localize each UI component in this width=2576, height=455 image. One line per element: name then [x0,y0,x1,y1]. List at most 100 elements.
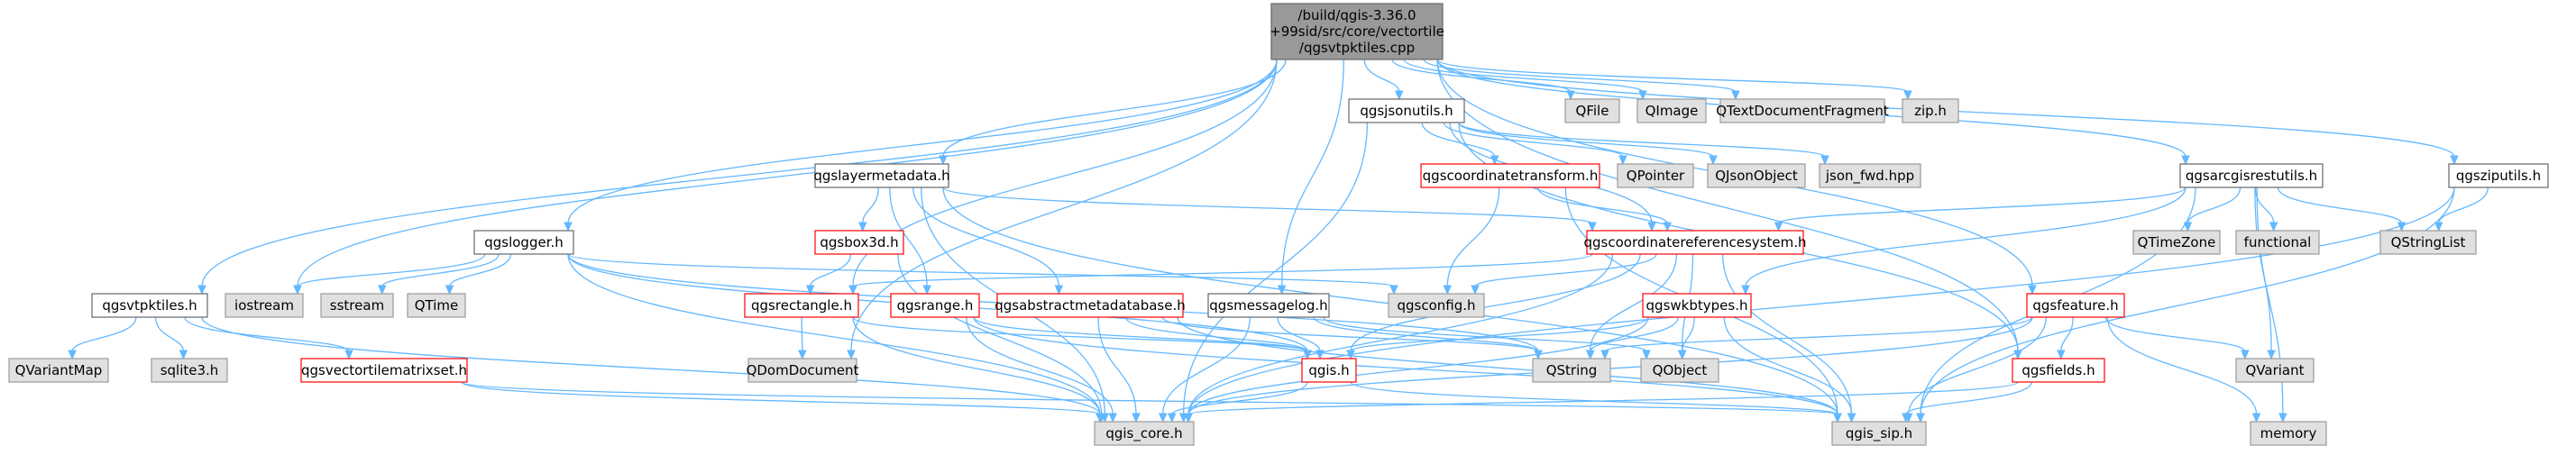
node-label: qgsabstractmetadatabase.h [995,297,1186,314]
node-json-fwd-hpp: json_fwd.hpp [1819,163,1921,188]
edge-line [850,59,1278,352]
node-box [1902,98,1959,123]
node-qgsarcgisrestutils-h[interactable]: qgsarcgisrestutils.h [2179,163,2324,188]
edge-line [297,59,1278,287]
edge-arrowhead [2183,222,2193,232]
edge-qgslayermetadata-h-to-qgsabstractmetadatabase-h [912,187,1064,296]
edge-qgsvectortilematrixset-h-to-qgis-core-h [461,381,1105,423]
edge-qgsfields-h-to-qgis-sip-h [1902,381,2032,423]
edge-qgslayermetadata-h-to-qgsbox3d-h [857,187,879,232]
node-box [1348,98,1465,123]
node-box [1532,358,1611,383]
edge-arrowhead [1588,222,1597,232]
node-qgswkbtypes-h[interactable]: qgswkbtypes.h [1642,293,1752,318]
node-QObject: QObject [1640,358,1719,383]
edge-arrowhead [848,285,857,296]
edge-line [2106,316,2258,415]
node-root[interactable]: /build/qgis-3.36.0+99sid/src/core/vector… [1270,3,1444,60]
edge-line [201,316,1101,415]
node-label: qgsvectortilematrixset.h [301,362,467,378]
edge-arrowhead [2181,155,2190,166]
edge-arrowhead [1471,285,1480,296]
edge-qgsvtpktiles-h-to-QVariantMap [68,316,137,360]
node-qgsvectortilematrixset-h[interactable]: qgsvectortilematrixset.h [300,358,468,383]
node-qgsbox3d-h[interactable]: qgsbox3d.h [814,230,904,255]
edge-arrowhead [1600,350,1609,360]
edge-arrowhead [1303,350,1312,360]
node-QDomDocument: QDomDocument [747,358,859,383]
node-QPointer: QPointer [1617,163,1694,188]
node-box [320,293,394,318]
node-box [1819,163,1921,188]
edge-arrowhead [1820,155,1829,166]
node-QStringList: QStringList [2379,230,2477,255]
edge-arrowhead [377,285,387,296]
edge-line [448,253,512,287]
edge-line [1590,316,1679,352]
edge-line [1350,316,1649,352]
node-QVariantMap: QVariantMap [8,358,109,383]
edge-arrowhead [1678,350,1687,360]
edge-line [1187,187,2455,415]
node-box [1301,358,1357,383]
node-label: QJsonObject [1715,168,1798,184]
edge-qgsvtpktiles-h-to-qgsvectortilematrixset-h [184,316,353,360]
edge-line [1436,59,1909,93]
edge-line [1277,316,1321,352]
node-qgsmessagelog-h[interactable]: qgsmessagelog.h [1207,293,1330,318]
edge-qgswkbtypes-h-to-QString [1586,316,1679,360]
edge-arrowhead [1346,350,1355,360]
node-box [300,358,468,383]
node-qgsvtpktiles-h[interactable]: qgsvtpktiles.h [91,293,208,318]
edge-root-to-qgsvtpktiles-h [197,59,1278,296]
node-box [473,230,574,255]
node-qgscoordinatetransform-h[interactable]: qgscoordinatetransform.h [1420,163,1600,188]
edge-line [1458,122,1826,158]
edge-qgscoordinatetransform-h-to-qgsconfig-h [1443,187,1500,296]
edge-line [942,59,1287,158]
node-QTime: QTime [407,293,466,318]
edge-arrowhead [1618,155,1627,166]
node-qgscoordinatereferencesystem-h[interactable]: qgscoordinatereferencesystem.h [1584,230,1807,255]
edge-line [1187,253,1613,415]
node-box [1707,163,1806,188]
node-label: qgsmessagelog.h [1209,297,1327,314]
node-label: sstream [330,297,384,314]
edge-qgsfields-h-to-qgis-core-h [1184,381,2019,423]
node-box [1270,3,1444,60]
edge-arrowhead [2267,350,2276,360]
edge-line [1162,316,1251,415]
edge-qgsfeature-h-to-QString [1600,316,2033,360]
edge-qgsfeature-h-to-memory [2106,316,2261,423]
edge-arrowhead [1847,413,1856,423]
node-qgslogger-h[interactable]: qgslogger.h [473,230,574,255]
edge-line [1363,59,1400,93]
node-qgsabstractmetadatabase-h[interactable]: qgsabstractmetadatabase.h [995,293,1186,318]
edge-arrowhead [805,285,815,296]
edge-qgswkbtypes-h-to-QObject [1678,316,1695,360]
edge-qgscoordinatereferencesystem-h-to-qgsconfig-h [1471,253,1657,296]
edge-arrowhead [1095,413,1105,423]
edge-arrowhead [1741,285,1750,296]
node-qgsrectangle-h[interactable]: qgsrectangle.h [744,293,859,318]
edge-line [2254,187,2275,224]
node-qgis-h[interactable]: qgis.h [1301,358,1357,383]
node-box [996,293,1184,318]
node-label: qgsarcgisrestutils.h [2186,168,2317,184]
edge-qgsmessagelog-h-to-qgis-core-h [1158,316,1251,423]
edge-arrowhead [2278,413,2287,423]
edge-arrowhead [1903,90,1912,101]
node-qgsjsonutils-h[interactable]: qgsjsonutils.h [1348,98,1465,123]
node-box [814,163,949,188]
node-label: qgsfeature.h [2032,297,2118,314]
edge-arrowhead [1054,285,1064,296]
node-qgslayermetadata-h[interactable]: qgslayermetadata.h [813,163,950,188]
node-label: QTextDocumentFragment [1716,103,1889,119]
node-qgsziputils-h[interactable]: qgsziputils.h [2448,163,2549,188]
edge-line [461,381,1838,415]
node-qgsfields-h[interactable]: qgsfields.h [2012,358,2105,383]
node-box [8,358,109,383]
node-box [225,293,304,318]
node-qgsfeature-h[interactable]: qgsfeature.h [2026,293,2125,318]
node-qgsrange-h[interactable]: qgsrange.h [890,293,980,318]
